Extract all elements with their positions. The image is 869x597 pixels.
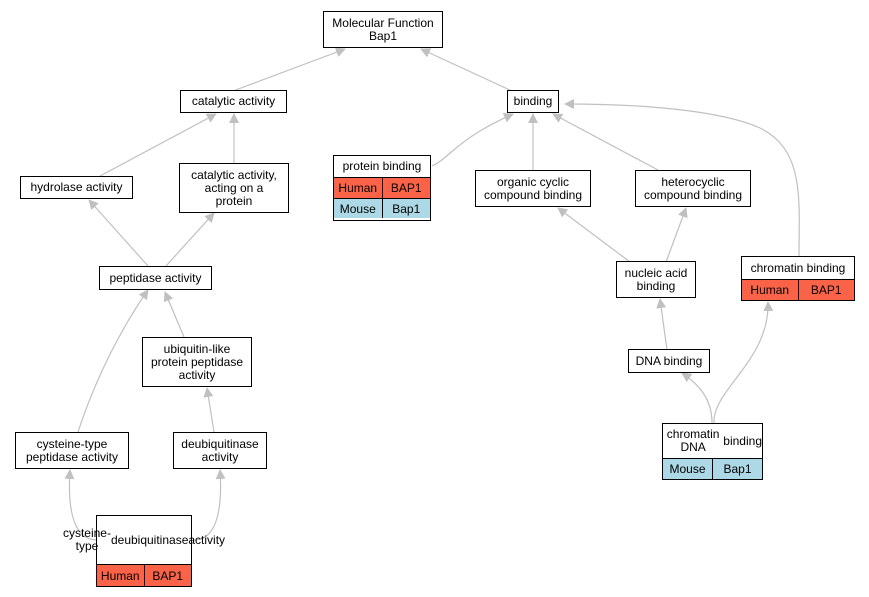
annotation-row: Human BAP1: [742, 280, 854, 300]
species-cell: Mouse: [339, 201, 376, 216]
node-label-line: protein peptidase: [150, 354, 244, 369]
edge-catalytic-to-root: [232, 47, 346, 92]
edge-cysdeub-to-deub: [193, 469, 226, 541]
species-cell: Human: [750, 283, 790, 297]
node-label-line: activity: [188, 532, 226, 547]
node-label-line: Molecular Function: [332, 15, 434, 30]
node-label: protein binding: [334, 156, 430, 178]
node-peptidase-activity[interactable]: peptidase activity: [99, 266, 212, 290]
node-label-line: compound binding: [483, 187, 583, 202]
edge-dna-to-nucleic: [656, 298, 668, 351]
edge-chromatin-to-binding: [564, 99, 800, 258]
node-label-line: cysteine-type: [62, 526, 111, 553]
node-label-line: DNA binding: [635, 353, 703, 368]
node-label: hydrolase activity: [30, 181, 122, 194]
node-label-line: ubiquitin-like: [163, 341, 231, 356]
species-cell: Human: [100, 568, 140, 583]
node-label-line: heterocyclic: [661, 174, 725, 189]
node-binding[interactable]: binding: [507, 90, 559, 113]
edge-deub-to-ubl: [203, 387, 215, 433]
edge-chromdna-to-chromatin: [713, 301, 774, 424]
node-label-line: protein binding: [342, 159, 422, 173]
edge-protbind-to-binding: [431, 113, 514, 167]
node-label: catalytic activity: [192, 95, 275, 108]
gene-cell: Bap1: [712, 459, 762, 479]
node-label-line: deubiquitinase: [110, 532, 189, 547]
node-label-line: peptidase activity: [25, 449, 119, 464]
node-label: DNA binding: [635, 353, 703, 368]
gene-cell: BAP1: [381, 178, 431, 198]
node-label-line: binding: [636, 278, 676, 293]
edge-binding-to-root: [420, 48, 513, 92]
edge-nucleic-to-orgcyc: [557, 207, 631, 263]
species-cell: Mouse: [669, 462, 706, 476]
node-label-line: peptidase activity: [109, 270, 202, 285]
node-label-line: hydrolase activity: [30, 180, 123, 194]
node-label-line: acting on a: [204, 180, 264, 195]
edge-chromdna-to-dna: [681, 372, 713, 424]
node-label-line: binding: [513, 94, 553, 108]
node-label: binding: [514, 95, 553, 108]
node-label-line: compound binding: [643, 187, 743, 202]
node-catalytic-activity[interactable]: catalytic activity: [180, 90, 287, 113]
gene-cell: BAP1: [797, 280, 855, 300]
edge-ubl-to-peptidase: [163, 291, 185, 338]
gene-cell: Bap1: [381, 199, 431, 218]
annotation-row: Mouse Bap1: [663, 459, 762, 479]
node-label-line: Bap1: [368, 28, 397, 43]
node-label-line: deubiquitinase: [181, 436, 259, 451]
node-label-line: organic cyclic: [496, 174, 569, 189]
edge-hydrolase-to-catalytic: [99, 113, 217, 177]
edge-hetcyc-to-binding: [552, 113, 659, 171]
node-label: chromatin binding: [742, 257, 854, 280]
node-label-line: binding: [723, 433, 762, 448]
node-label-line: catalytic activity: [191, 94, 276, 108]
annotation-row: Mouse Bap1: [334, 198, 430, 218]
edge-peptidase-to-catprotein: [165, 212, 215, 267]
node-label-line: protein: [215, 193, 253, 208]
gene-cell: BAP1: [143, 565, 192, 586]
node-label: peptidase activity: [109, 270, 202, 285]
node-label-line: activity: [201, 449, 239, 464]
node-label-line: catalytic activity,: [191, 167, 277, 182]
node-label-line: cysteine-type: [36, 436, 108, 451]
node-dna-binding[interactable]: DNA binding: [628, 349, 710, 373]
node-label-line: activity: [178, 367, 216, 382]
node-label-line: chromatin binding: [750, 260, 846, 275]
node-label-line: chromatin DNA: [666, 427, 720, 454]
edge-cyspep-to-peptidase: [77, 289, 149, 433]
edge-peptidase-to-hydrolase: [88, 199, 149, 267]
node-label-line: nucleic acid: [624, 265, 688, 280]
edge-cysdeub-to-cyspep: [64, 469, 98, 541]
edge-nucleic-to-hetcyc: [665, 207, 688, 263]
node-hydrolase-activity[interactable]: hydrolase activity: [20, 176, 133, 199]
species-cell: Human: [338, 181, 378, 195]
